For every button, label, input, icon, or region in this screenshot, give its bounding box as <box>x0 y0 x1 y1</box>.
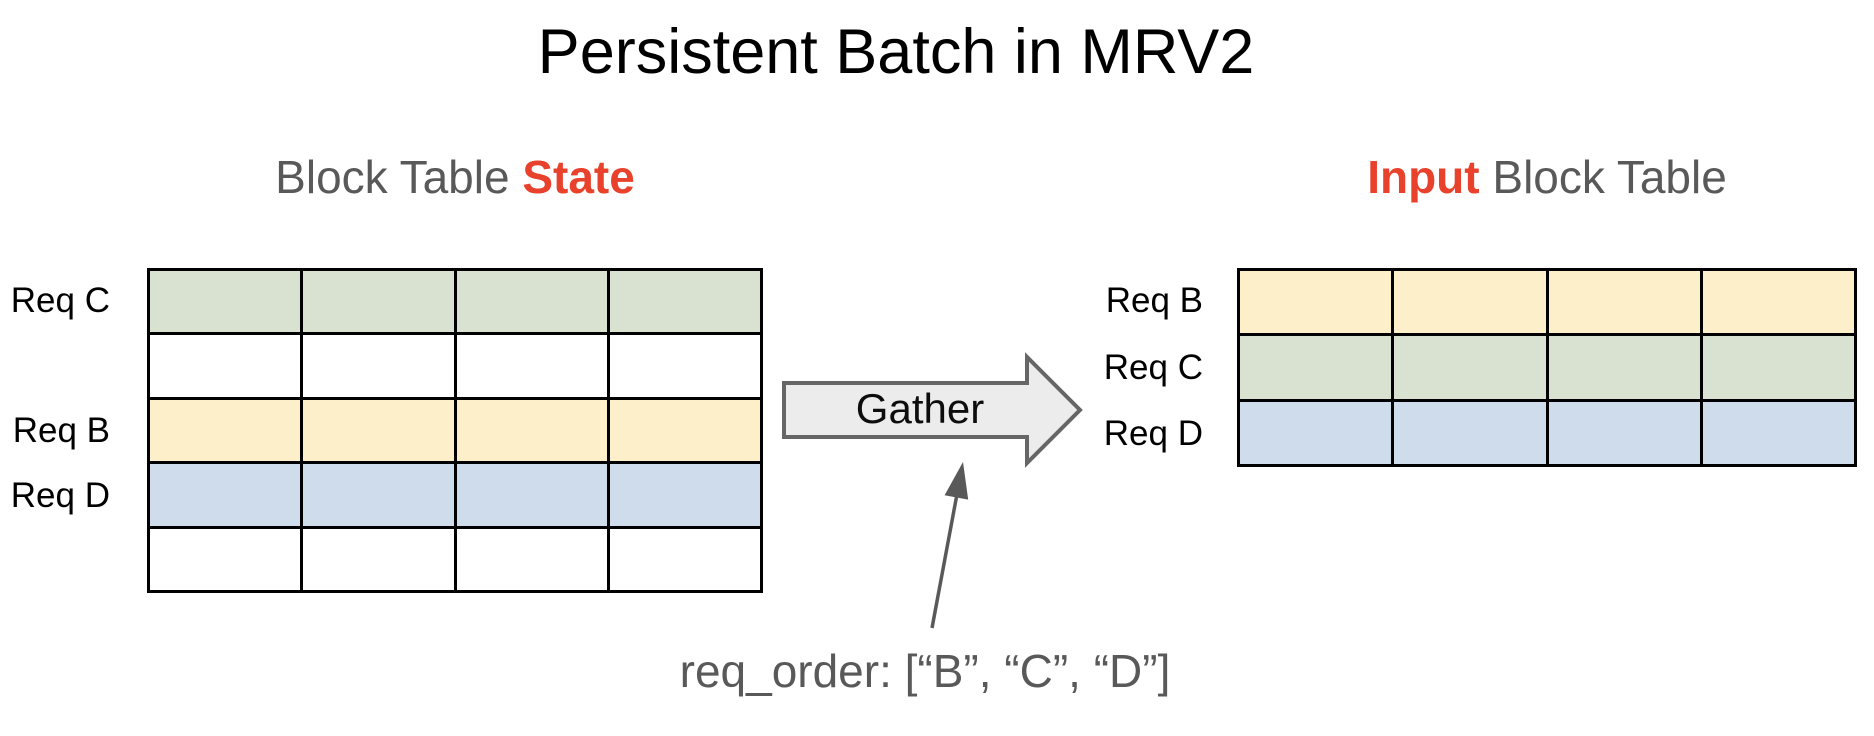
block-cell <box>609 335 760 397</box>
row-label: Req C <box>1103 347 1203 387</box>
right-heading-highlight: Input <box>1367 151 1480 203</box>
annotation-arrow-line <box>930 491 960 629</box>
left-table-heading: Block Table State <box>275 150 635 204</box>
block-cell <box>1394 336 1546 399</box>
row-label: Req B <box>1105 281 1203 321</box>
block-cell <box>456 399 607 462</box>
req-order-text: req_order: [“B”, “C”, “D”] <box>679 645 1171 697</box>
left-heading-highlight: State <box>522 151 635 203</box>
block-cell <box>1702 336 1854 399</box>
block-cell <box>303 464 454 526</box>
block-cell <box>1240 271 1392 334</box>
row-label: Req D <box>10 475 110 515</box>
block-cell <box>609 271 760 333</box>
block-cell <box>1240 401 1392 464</box>
block-cell <box>1548 401 1700 464</box>
right-table-heading: Input Block Table <box>1367 150 1727 204</box>
right-heading-suffix: Block Table <box>1479 151 1727 203</box>
block-cell <box>303 399 454 462</box>
block-cell <box>1394 401 1546 464</box>
block-cell <box>456 271 607 333</box>
block-cell <box>456 335 607 397</box>
slide-title: Persistent Batch in MRV2 <box>537 17 1255 87</box>
input-block-table <box>1237 268 1857 467</box>
block-cell <box>150 335 301 397</box>
block-cell <box>303 528 454 590</box>
block-cell <box>609 528 760 590</box>
block-cell <box>1548 271 1700 334</box>
block-cell <box>303 335 454 397</box>
block-cell <box>609 464 760 526</box>
block-cell <box>1702 271 1854 334</box>
block-cell <box>150 528 301 590</box>
row-label: Req D <box>1103 413 1203 453</box>
block-cell <box>150 464 301 526</box>
annotation-arrow-head <box>944 462 969 500</box>
block-cell <box>456 464 607 526</box>
block-table-state <box>147 268 763 593</box>
row-label: Req C <box>10 280 110 320</box>
gather-label: Gather <box>855 385 985 432</box>
block-cell <box>1702 401 1854 464</box>
block-cell <box>609 399 760 462</box>
block-cell <box>150 271 301 333</box>
block-cell <box>1240 336 1392 399</box>
block-cell <box>303 271 454 333</box>
left-heading-prefix: Block Table <box>275 151 523 203</box>
block-cell <box>1548 336 1700 399</box>
block-cell <box>456 528 607 590</box>
block-cell <box>150 399 301 462</box>
row-label: Req B <box>12 410 110 450</box>
block-cell <box>1394 271 1546 334</box>
